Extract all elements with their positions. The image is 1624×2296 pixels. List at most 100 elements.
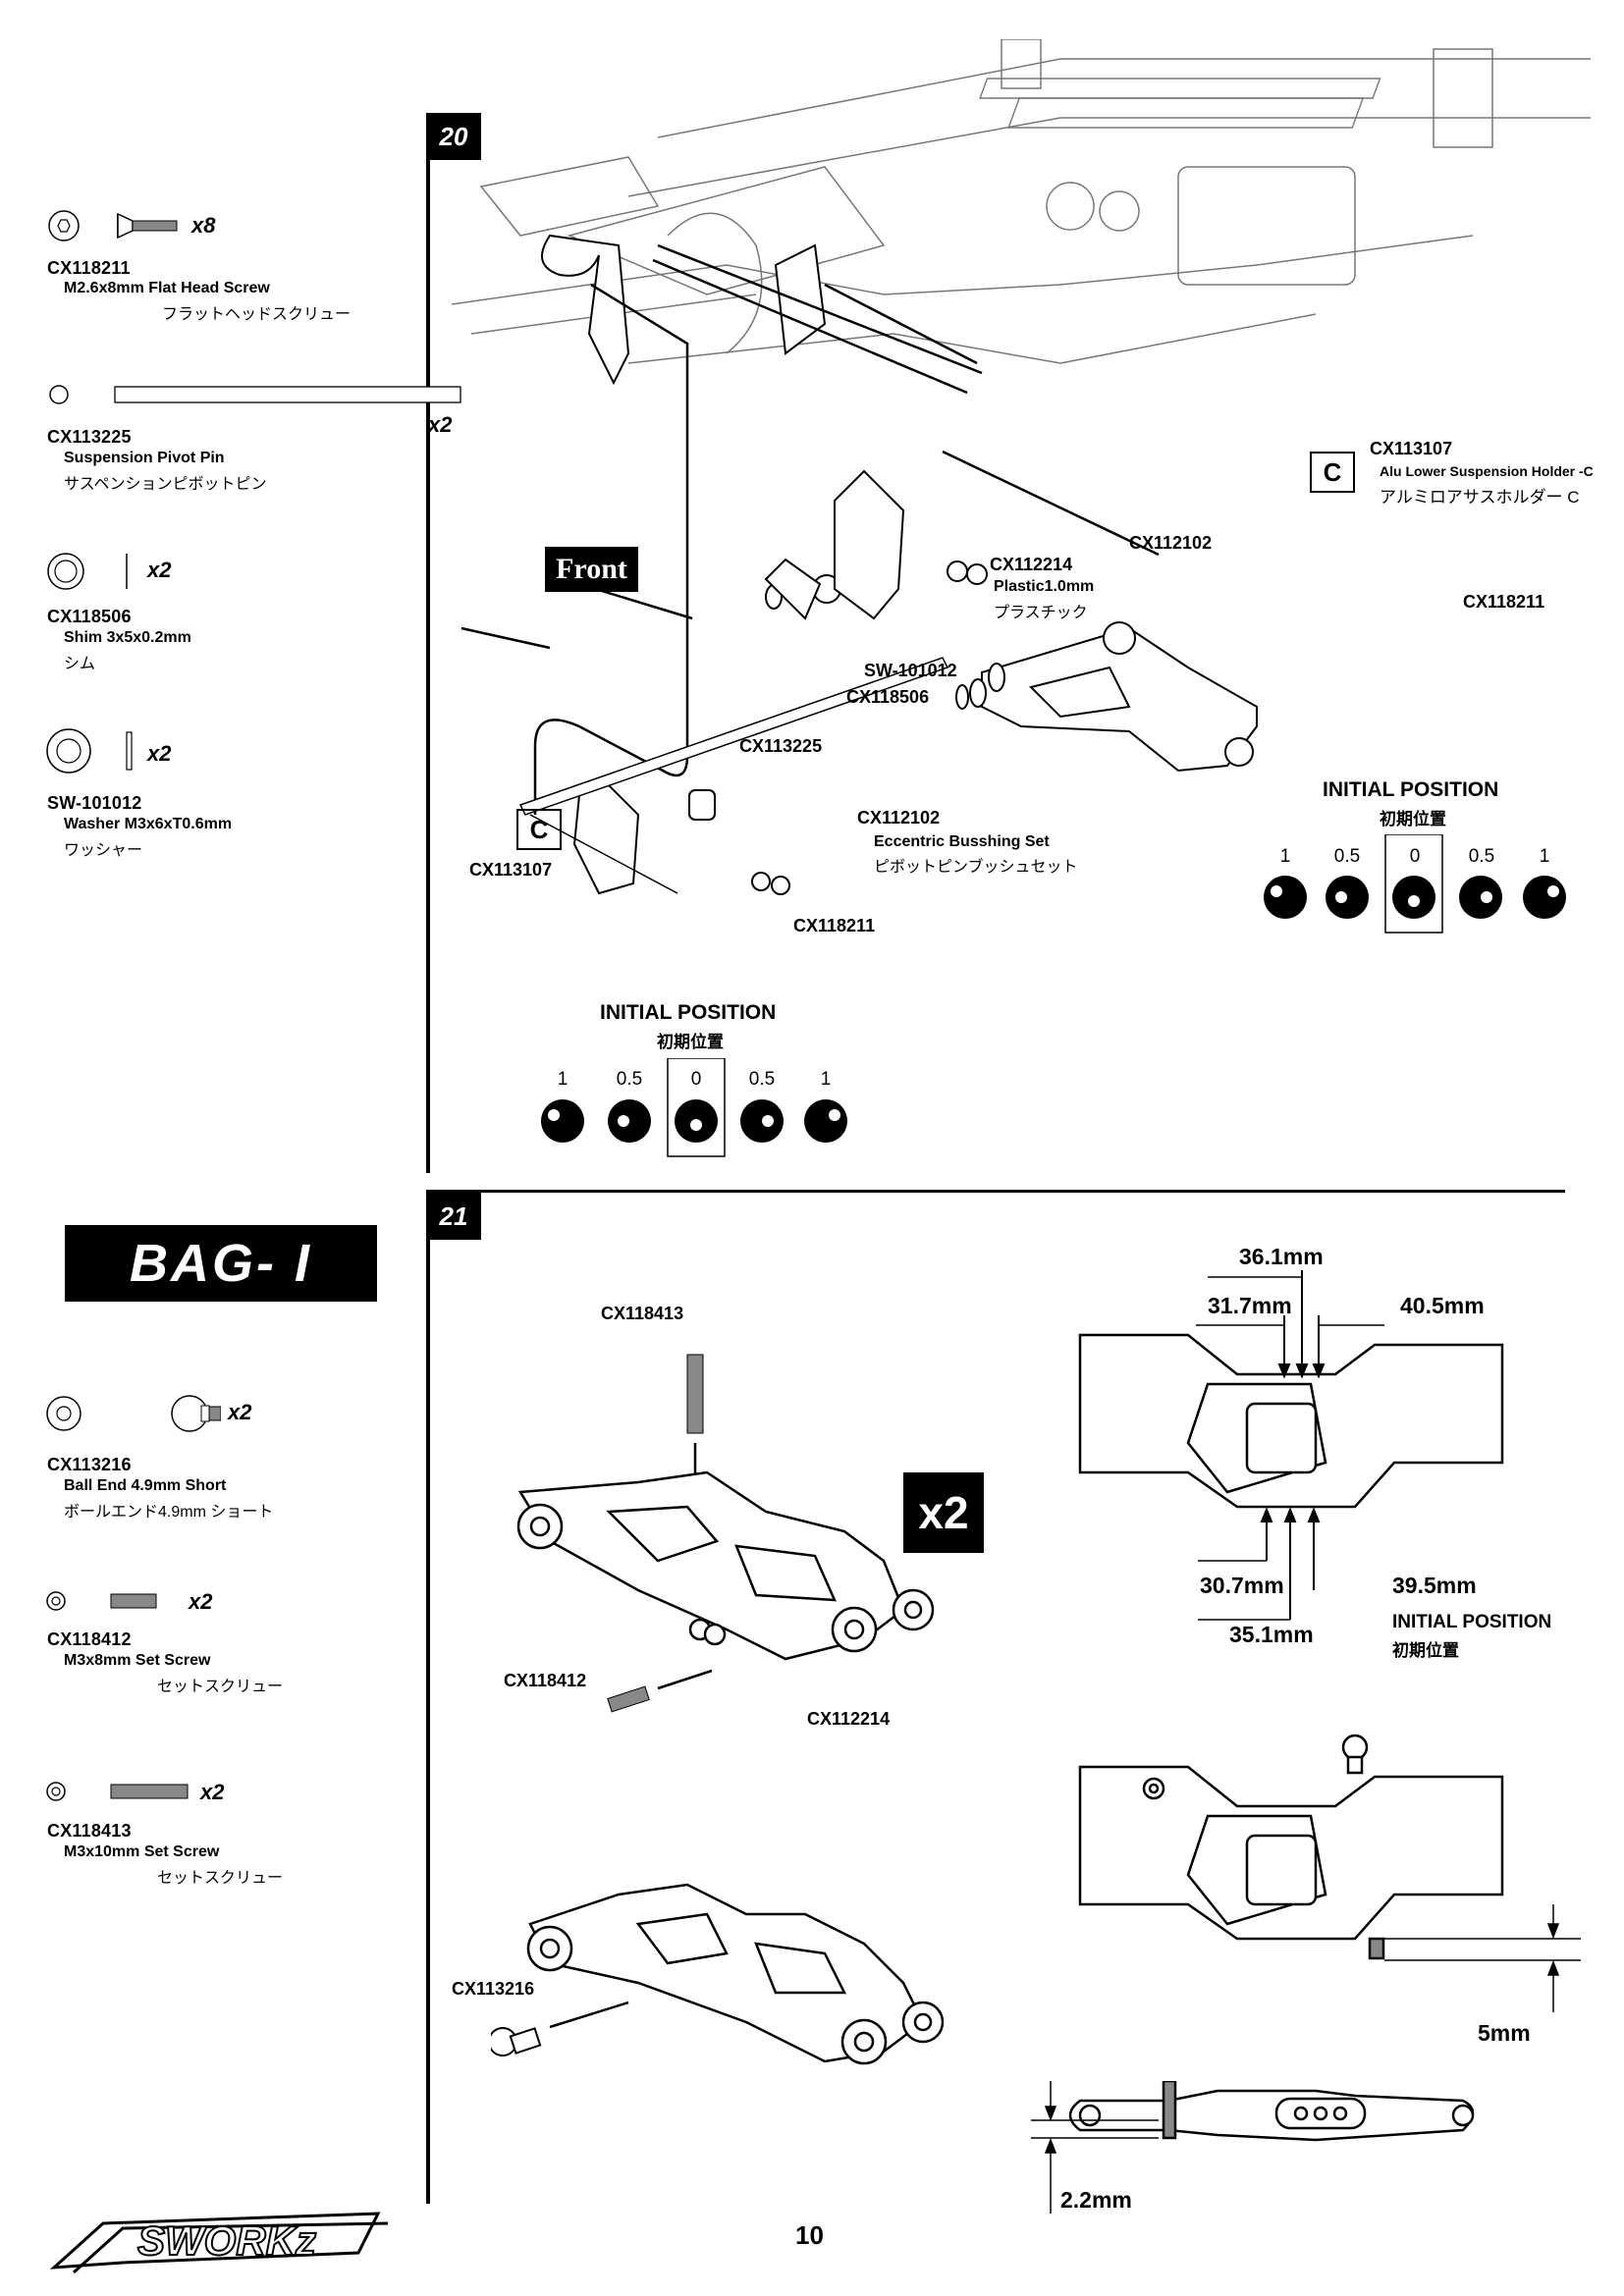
part-number: CX118211: [47, 258, 131, 278]
initial-position-jp-left: 初期位置: [657, 1033, 724, 1051]
sworkz-logo-text: SWORKz: [137, 2217, 316, 2264]
washer-icon: [46, 728, 133, 774]
initial-position-title-step21: INITIAL POSITION: [1392, 1612, 1552, 1632]
position-value: 1: [820, 1069, 832, 1090]
pivot-pin: [518, 657, 949, 816]
part-qty: x2: [228, 1400, 252, 1424]
callout-bushing-bottom-pn: CX112102: [857, 808, 941, 828]
bag-label-text: BAG- I: [130, 1234, 312, 1293]
part-name-jp: セットスクリュー: [157, 1679, 284, 1695]
step21-arm-drawings: [491, 1354, 945, 2065]
callout-plastic-pn: CX112214: [990, 555, 1073, 574]
step21-multiplier-badge: x2: [903, 1472, 984, 1553]
callout-pin: CX113225: [739, 736, 823, 756]
callout-setscrew-long: CX118413: [601, 1304, 684, 1323]
part-name-en: M3x10mm Set Screw: [64, 1843, 220, 1860]
front-label-text: Front: [556, 553, 627, 585]
upper-right-holder: [764, 469, 988, 620]
part-qty: x8: [191, 213, 216, 238]
part-number: SW-101012: [47, 793, 142, 813]
callout-screw-right: CX118211: [1463, 592, 1545, 612]
arm-side-view: [1031, 2081, 1475, 2214]
arm-top-view-dimensioned: [1078, 1270, 1504, 1621]
part-name-jp: セットスクリュー: [157, 1870, 284, 1887]
position-value: 0: [690, 1069, 702, 1090]
part-name-en: M2.6x8mm Flat Head Screw: [64, 280, 270, 296]
initial-position-jp-right: 初期位置: [1380, 810, 1446, 828]
callout-holder-top-en: Alu Lower Suspension Holder -C: [1380, 463, 1594, 479]
part-name-jp: サスペンションピボットピン: [64, 476, 267, 493]
front-label: Front: [545, 547, 638, 592]
dim-40-5: 40.5mm: [1400, 1293, 1485, 1318]
part-qty: x2: [147, 558, 172, 582]
callout-bushing-top: CX112102: [1129, 533, 1213, 553]
ball-end: [491, 2027, 542, 2056]
sworkz-logo: SWORKz: [49, 2212, 389, 2274]
arm-with-ballend-view: [1078, 1734, 1581, 2012]
shim-icon: [47, 553, 128, 590]
set-screw-short-icon: [46, 1591, 157, 1611]
part-number: CX118413: [47, 1821, 132, 1841]
part-number: CX113216: [47, 1455, 132, 1474]
part-name-en: Washer M3x6xT0.6mm: [64, 816, 233, 832]
position-value: 0.5: [1333, 846, 1361, 867]
callout-ballend: CX113216: [452, 1979, 535, 1999]
part-name-jp: ワッシャー: [64, 842, 143, 859]
callout-screw-bottom: CX118211: [793, 916, 876, 935]
callout-setscrew-short: CX118412: [504, 1671, 587, 1690]
initial-position-title-left: INITIAL POSITION: [600, 1001, 777, 1024]
part-number: CX118412: [47, 1629, 132, 1649]
bag-label: BAG- I: [65, 1225, 377, 1302]
dim-35-1: 35.1mm: [1229, 1622, 1314, 1647]
flat-head-screw-icon: [48, 210, 178, 241]
callout-plastic-jp: プラスチック: [994, 605, 1088, 621]
position-value: 1: [1279, 846, 1291, 867]
eccentric-positions-right: [1264, 834, 1566, 934]
part-qty: x2: [189, 1589, 213, 1614]
holder-c-mark-bottom: C: [516, 809, 562, 850]
initial-position-title-right: INITIAL POSITION: [1323, 778, 1499, 801]
callout-shim: CX118506: [846, 687, 930, 707]
dim-5: 5mm: [1478, 2020, 1531, 2046]
left-column-divider-bottom: [426, 1193, 430, 2204]
part-number: CX118506: [47, 607, 132, 626]
left-column-divider-top: [426, 113, 430, 1173]
dim-39-5: 39.5mm: [1392, 1573, 1477, 1598]
step-20-number: 20: [426, 113, 481, 160]
part-name-jp: ボールエンド4.9mm ショート: [64, 1504, 274, 1521]
part-name-jp: シム: [64, 656, 96, 672]
pivot-pin-icon: [49, 385, 461, 404]
callout-holder-top-pn: CX113107: [1370, 439, 1453, 458]
position-value: 1: [557, 1069, 568, 1090]
callout-plastic-en: Plastic1.0mm: [994, 578, 1095, 595]
position-value: 0.5: [1468, 846, 1495, 867]
dim-36-1: 36.1mm: [1239, 1244, 1324, 1269]
lower-holder-assembly: [529, 783, 790, 895]
callout-washer: SW-101012: [864, 661, 957, 680]
step20-assembly-drawing: [451, 39, 1591, 895]
holder-c-mark-top: C: [1310, 452, 1355, 493]
dim-31-7: 31.7mm: [1208, 1293, 1292, 1318]
chassis-outline: [451, 39, 1591, 364]
callout-holder-bottom: CX113107: [469, 860, 553, 880]
part-name-en: Suspension Pivot Pin: [64, 450, 225, 466]
part-qty: x2: [428, 412, 453, 437]
step-21-number: 21: [426, 1193, 481, 1240]
part-qty: x2: [200, 1780, 225, 1804]
eccentric-positions-left: [541, 1058, 847, 1157]
position-value: 0: [1409, 846, 1421, 867]
callout-holder-top-jp: アルミロアサスホルダー C: [1380, 488, 1580, 507]
arm-top: [516, 1470, 935, 1661]
part-name-en: Shim 3x5x0.2mm: [64, 629, 191, 646]
holder-parts: [541, 234, 827, 386]
callout-arm: CX112214: [807, 1709, 891, 1729]
part-name-jp: フラットヘッドスクリュー: [162, 306, 352, 323]
part-name-en: M3x8mm Set Screw: [64, 1652, 211, 1669]
dim-30-7: 30.7mm: [1200, 1573, 1284, 1598]
position-value: 0.5: [748, 1069, 776, 1090]
callout-bushing-bottom-en: Eccentric Busshing Set: [874, 833, 1050, 850]
set-screw-long-icon: [46, 1782, 189, 1801]
part-qty: x2: [147, 741, 172, 766]
position-value: 1: [1539, 846, 1550, 867]
dim-2-2: 2.2mm: [1060, 2187, 1132, 2213]
